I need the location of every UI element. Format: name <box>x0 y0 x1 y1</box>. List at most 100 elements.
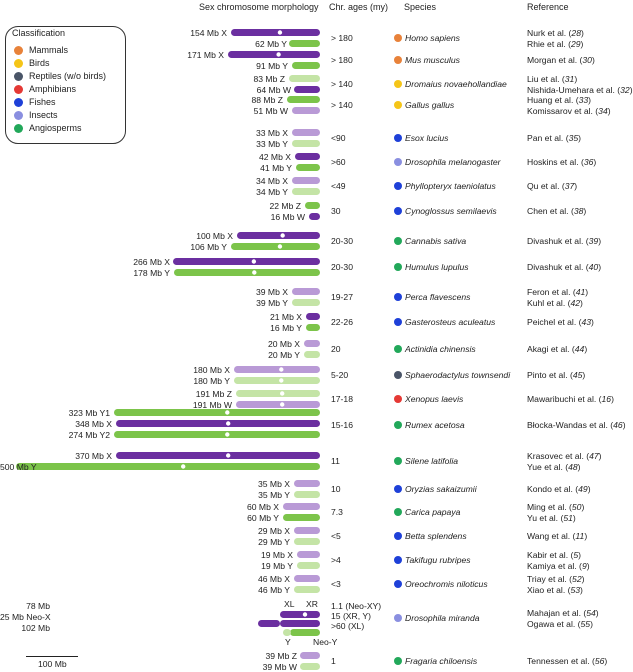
chromosome-label: 39 Mb X <box>255 287 288 297</box>
classification-legend <box>5 26 126 144</box>
chromosome-label: 370 Mb X <box>75 451 112 461</box>
species-name: Gasterosteus aculeatus <box>405 317 496 327</box>
reference-number: 47 <box>589 451 599 461</box>
chromosome-bar <box>292 299 320 306</box>
reference-text: ) <box>586 561 590 571</box>
chromosome-age: 1.1 (Neo-XY) <box>331 601 382 611</box>
chromosome-age: 20-30 <box>331 236 353 246</box>
reference-number: 49 <box>578 484 588 494</box>
chromosome-bar <box>292 107 320 114</box>
reference-text: ) <box>574 74 578 84</box>
centromere-mark <box>279 367 284 372</box>
legend-item-label: Birds <box>29 58 50 68</box>
chromosome-age: <3 <box>331 579 341 589</box>
chromosome-bar <box>174 269 320 276</box>
classification-dot-icon <box>394 182 402 190</box>
chromosome-label: 178 Mb Y <box>133 268 170 278</box>
classification-dot-icon <box>394 237 402 245</box>
chromosome-bar <box>292 288 320 295</box>
chromosome-age: 30 <box>331 206 341 216</box>
legend-item-label: Reptiles (w/o birds) <box>29 71 107 81</box>
chromosome-label: 39 Mb Y <box>256 298 288 308</box>
reference-citation: Divashuk et al. (40) <box>527 262 601 272</box>
reference-number: 28 <box>571 28 581 38</box>
chromosome-bar <box>287 96 320 103</box>
classification-dot-icon <box>394 421 402 429</box>
chromosome-bar <box>294 480 320 487</box>
chromosome-age: 11 <box>331 456 340 466</box>
centromere-mark <box>225 410 230 415</box>
legend-item: Angiosperms <box>14 123 82 133</box>
chromosome-label: 88 Mb Z <box>251 95 283 105</box>
reference-text: ) <box>598 262 602 272</box>
classification-dot-icon <box>394 134 402 142</box>
chromosome-label: 180 Mb Y <box>193 376 230 386</box>
classification-dot-icon <box>394 395 402 403</box>
chromosome-bar <box>294 538 320 545</box>
reference-citation: Xiao et al. (53) <box>527 585 583 595</box>
chromosome-label: 29 Mb X <box>257 526 290 536</box>
chromosome-label: 19 Mb Y <box>261 561 293 571</box>
species-name: Cannabis sativa <box>405 236 467 246</box>
reference-text: ) <box>593 157 597 167</box>
reference-citation: Qu et al. (37) <box>527 181 577 191</box>
chromosome-bar <box>289 40 320 47</box>
chromosome-bar <box>280 611 320 618</box>
classification-dot-icon <box>394 158 402 166</box>
classification-dot-icon <box>394 457 402 465</box>
classification-dot-icon <box>394 207 402 215</box>
reference-number: 9 <box>581 561 587 571</box>
reference-citation: Morgan et al. (30) <box>527 55 595 65</box>
classification-dot-icon <box>394 263 402 271</box>
reference-number: 45 <box>572 370 583 380</box>
reference-text: ) <box>591 317 594 327</box>
chromosome-bar <box>304 351 320 358</box>
reference-text: ) <box>585 287 589 297</box>
chromosome-age: 20-30 <box>331 262 353 272</box>
chromosome-label: 39 Mb Z <box>265 651 297 661</box>
reference-text: Komissarov et al. ( <box>527 106 599 116</box>
chromosome-age: 15-16 <box>331 420 353 430</box>
chromosome-bar <box>114 409 320 416</box>
centromere-mark <box>302 612 308 617</box>
chromosome-age: >60 (XL) <box>331 621 365 631</box>
chromosome-label: 22 Mb Z <box>269 201 301 211</box>
reference-text: Xiao et al. ( <box>527 585 571 595</box>
species-name: Drosophila miranda <box>405 613 480 623</box>
legend-item: Birds <box>14 58 50 68</box>
species-name: Fragaria chiloensis <box>405 656 478 666</box>
chromosome-label: 83 Mb Z <box>253 74 285 84</box>
chromosome-bar <box>234 377 320 384</box>
classification-dot-icon <box>394 34 402 42</box>
reference-text: ) <box>584 531 588 541</box>
chromosome-label: 16 Mb Y <box>270 323 302 333</box>
reference-citation: Yue et al. (48) <box>527 462 581 472</box>
reference-text: Yue et al. ( <box>527 462 569 472</box>
reference-number: 48 <box>568 462 578 472</box>
reference-text: ) <box>590 619 593 629</box>
chromosome-label: 51 Mb W <box>253 106 288 116</box>
chromosome-bar <box>283 629 291 636</box>
chromosome-bar <box>236 401 320 408</box>
chromosome-bar <box>294 86 320 93</box>
reference-text: ) <box>604 656 608 666</box>
reference-text: Kondo et al. ( <box>527 484 579 494</box>
centromere-mark <box>181 464 186 469</box>
chromosome-age: 22-26 <box>331 317 353 327</box>
reference-text: Akagi et al. ( <box>527 344 575 354</box>
centromere-mark <box>276 52 281 57</box>
species-name: Homo sapiens <box>405 33 460 43</box>
reference-text: ) <box>578 133 581 143</box>
reference-text: Nurk et al. ( <box>527 28 572 38</box>
reference-number: 56 <box>594 656 605 666</box>
reference-citation: Nishida-Umehara et al. (32) <box>527 85 633 95</box>
reference-text: ) <box>580 585 583 595</box>
reference-text: ) <box>595 608 599 618</box>
reference-number: 50 <box>571 502 582 512</box>
chromosome-bar <box>292 62 320 69</box>
reference-number: 38 <box>573 206 584 216</box>
reference-text: Kabir et al. ( <box>527 550 574 560</box>
species-name: Carica papaya <box>405 507 461 517</box>
reference-text: Divashuk et al. ( <box>527 236 589 246</box>
reference-text: Pinto et al. ( <box>527 370 573 380</box>
